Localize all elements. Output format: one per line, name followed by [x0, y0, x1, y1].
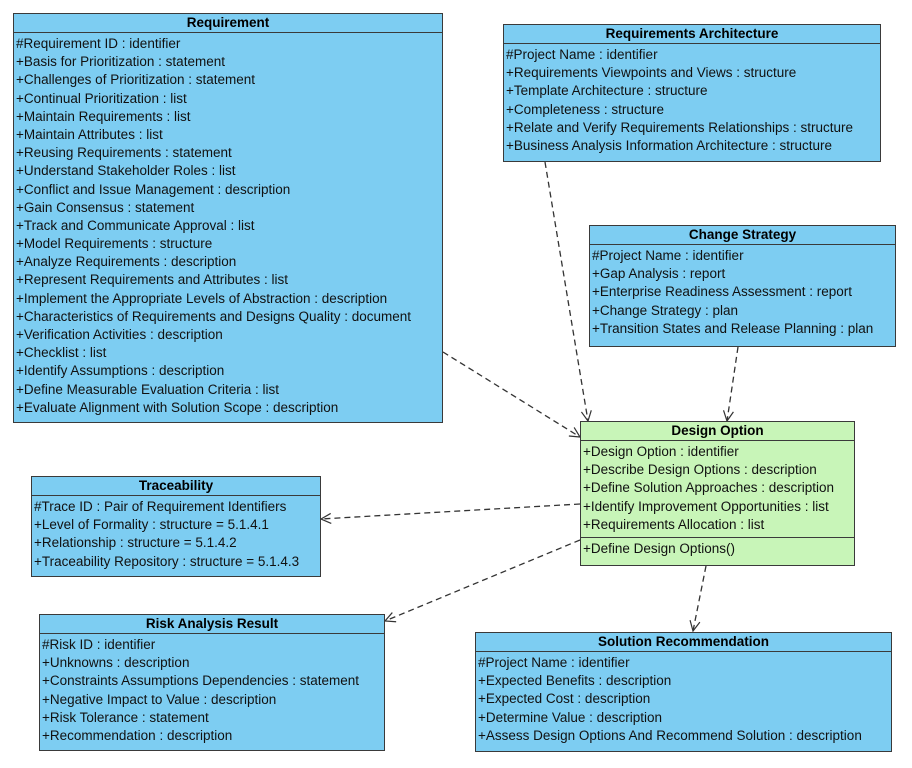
attribute-row: #Project Name : identifier: [478, 655, 630, 670]
class-title: Requirements Architecture: [504, 25, 880, 44]
attribute-row: +Gain Consensus : statement: [16, 199, 195, 215]
attribute-list: +Design Option : identifier +Describe De…: [581, 441, 854, 537]
attribute-row: +Model Requirements : structure: [16, 236, 213, 252]
attribute-row: +Requirements Allocation : list: [583, 516, 765, 532]
attribute-row: +Track and Communicate Approval : list: [16, 217, 255, 233]
operation-row: +Define Design Options(): [583, 541, 735, 556]
attribute-row: +Characteristics of Requirements and Des…: [16, 308, 412, 324]
attribute-row: +Define Solution Approaches : descriptio…: [583, 480, 835, 496]
attribute-row: +Implement the Appropriate Levels of Abs…: [16, 290, 388, 306]
attribute-row: #Risk ID : identifier: [42, 637, 156, 652]
attribute-row: +Unknowns : description: [42, 655, 190, 671]
dependency-change-strategy-to-design-option: [727, 346, 739, 421]
attribute-list: #Trace ID : Pair of Requirement Identifi…: [32, 496, 320, 571]
class-requirements-architecture[interactable]: Requirements Architecture #Project Name …: [503, 24, 881, 162]
attribute-row: +Design Option : identifier: [583, 444, 739, 459]
class-design-option[interactable]: Design Option +Design Option : identifie…: [580, 421, 855, 566]
class-title: Traceability: [32, 477, 320, 496]
attribute-row: +Requirements Viewpoints and Views : str…: [506, 65, 797, 81]
attribute-list: #Requirement ID : identifier +Basis for …: [14, 33, 442, 417]
dependency-design-option-to-traceability: [321, 503, 581, 519]
attribute-row: +Represent Requirements and Attributes :…: [16, 272, 289, 288]
attribute-row: +Business Analysis Information Architect…: [506, 137, 833, 153]
attribute-row: +Level of Formality : structure = 5.1.4.…: [34, 517, 269, 533]
attribute-row: +Conflict and Issue Management : descrip…: [16, 181, 291, 197]
attribute-row: +Relate and Verify Requirements Relation…: [506, 119, 854, 135]
attribute-list: #Project Name : identifier +Gap Analysis…: [590, 245, 895, 338]
attribute-row: +Gap Analysis : report: [592, 266, 726, 282]
attribute-row: +Challenges of Prioritization : statemen…: [16, 72, 255, 88]
attribute-row: +Expected Cost : description: [478, 691, 651, 707]
attribute-row: +Risk Tolerance : statement: [42, 709, 209, 725]
dependency-design-option-to-solution: [693, 565, 707, 631]
class-title: Requirement: [14, 14, 442, 33]
attribute-row: +Maintain Requirements : list: [16, 108, 191, 124]
attribute-row: #Project Name : identifier: [506, 47, 658, 62]
attribute-row: +Describe Design Options : description: [583, 462, 817, 478]
attribute-row: #Trace ID : Pair of Requirement Identifi…: [34, 499, 287, 514]
attribute-row: +Recommendation : description: [42, 727, 233, 743]
attribute-row: +Evaluate Alignment with Solution Scope …: [16, 399, 339, 415]
attribute-row: +Constraints Assumptions Dependencies : …: [42, 673, 360, 689]
class-requirement[interactable]: Requirement #Requirement ID : identifier…: [13, 13, 443, 423]
attribute-row: +Enterprise Readiness Assessment : repor…: [592, 284, 853, 300]
class-title: Design Option: [581, 422, 854, 441]
attribute-row: +Verification Activities : description: [16, 327, 223, 342]
attribute-row: +Assess Design Options And Recommend Sol…: [478, 727, 862, 743]
class-traceability[interactable]: Traceability #Trace ID : Pair of Require…: [31, 476, 321, 577]
attribute-row: +Identify Improvement Opportunities : li…: [583, 498, 829, 514]
attribute-row: +Expected Benefits : description: [478, 673, 672, 689]
dependency-design-option-to-risk: [385, 539, 581, 621]
class-change-strategy[interactable]: Change Strategy #Project Name : identifi…: [589, 225, 896, 347]
attribute-row: +Understand Stakeholder Roles : list: [16, 163, 236, 179]
attribute-row: +Completeness : structure: [506, 101, 664, 117]
class-title: Change Strategy: [590, 226, 895, 245]
operation-list: +Define Design Options(): [581, 537, 854, 558]
attribute-row: +Basis for Prioritization : statement: [16, 54, 225, 70]
attribute-row: +Continual Prioritization : list: [16, 90, 187, 106]
attribute-row: +Checklist : list: [16, 345, 107, 361]
attribute-row: +Relationship : structure = 5.1.4.2: [34, 535, 237, 551]
attribute-row: +Define Measurable Evaluation Criteria :…: [16, 381, 279, 397]
attribute-row: +Transition States and Release Planning …: [592, 320, 874, 336]
attribute-row: +Change Strategy : plan: [592, 302, 738, 318]
attribute-row: +Negative Impact to Value : description: [42, 691, 277, 707]
attribute-row: #Requirement ID : identifier: [16, 36, 181, 51]
class-title: Risk Analysis Result: [40, 615, 384, 634]
attribute-row: +Determine Value : description: [478, 709, 662, 725]
attribute-row: #Project Name : identifier: [592, 248, 744, 263]
attribute-row: +Identify Assumptions : description: [16, 363, 225, 379]
class-solution-recommendation[interactable]: Solution Recommendation #Project Name : …: [475, 632, 892, 752]
attribute-list: #Project Name : identifier +Requirements…: [504, 44, 880, 155]
attribute-row: +Template Architecture : structure: [506, 83, 708, 99]
dependency-architecture-to-design-option: [544, 161, 588, 421]
attribute-row: +Analyze Requirements : description: [16, 254, 237, 270]
class-risk-analysis-result[interactable]: Risk Analysis Result #Risk ID : identifi…: [39, 614, 385, 751]
attribute-row: +Traceability Repository : structure = 5…: [34, 553, 300, 569]
attribute-row: +Maintain Attributes : list: [16, 126, 163, 142]
attribute-list: #Project Name : identifier +Expected Ben…: [476, 652, 891, 745]
attribute-list: #Risk ID : identifier +Unknowns : descri…: [40, 634, 384, 745]
attribute-row: +Reusing Requirements : statement: [16, 145, 232, 161]
dependency-requirement-to-design-option: [442, 351, 580, 437]
class-title: Solution Recommendation: [476, 633, 891, 652]
